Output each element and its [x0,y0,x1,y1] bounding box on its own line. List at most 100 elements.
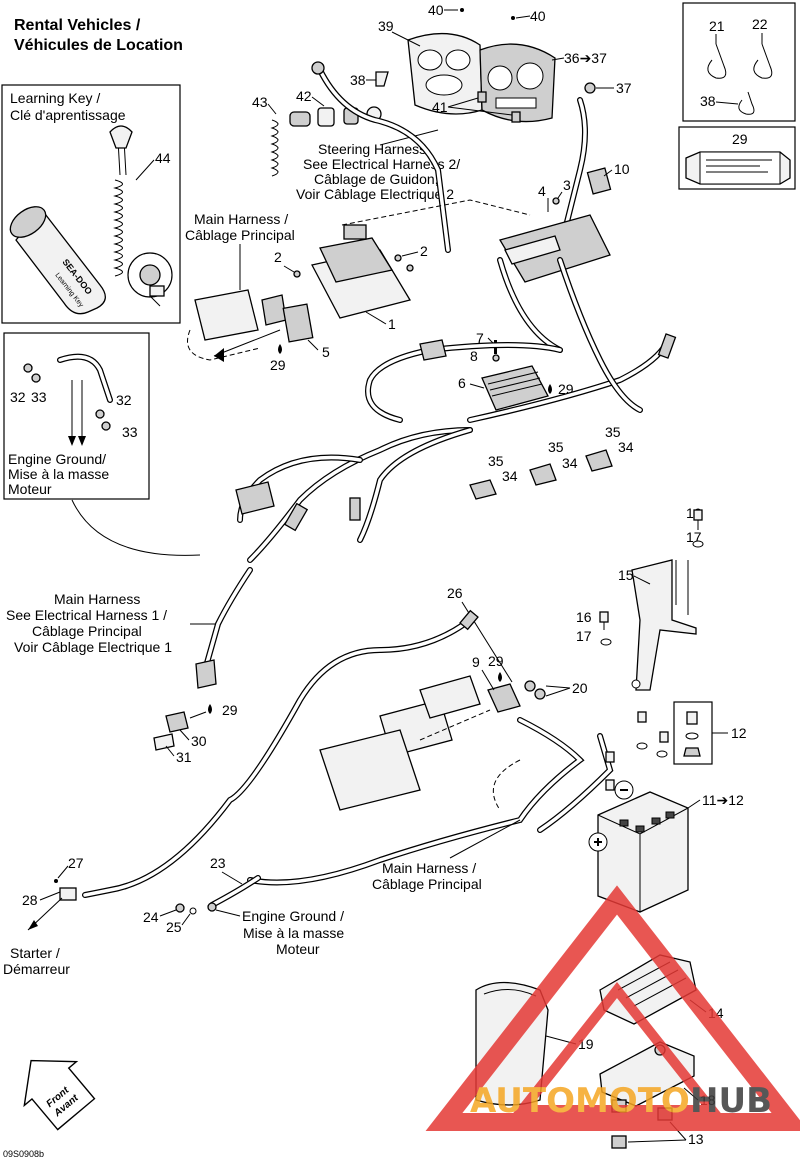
callout-13: 13 [688,1131,704,1147]
callout-6: 6 [458,375,466,391]
main-harness-left-3: Câblage Principal [32,623,142,639]
callout-5: 5 [322,344,330,360]
steering-harness-2: See Electrical Harness 2/ [303,156,460,172]
main-harness-bottom-1: Main Harness / [382,860,476,876]
gauge-cluster [479,43,556,123]
ecm-module [499,167,612,283]
grease-inset: 29 [678,126,796,190]
starter-solenoid [487,680,546,713]
callout-9: 9 [472,654,480,670]
callout-33a: 33 [31,389,47,405]
callout-42: 42 [296,88,312,104]
fuse-box-assembly [311,224,412,319]
callout-1: 1 [388,316,396,332]
callout-30: 30 [191,733,207,749]
callout-32b: 32 [116,392,132,408]
engine-ground-bottom-2: Mise à la masse [243,925,344,941]
clip-group-1: 35 34 [469,453,518,500]
learning-key-inset: Learning Key / Clé d'aprentissage 44 SEA… [1,84,181,324]
steering-harness-1: Steering Harness, [318,141,430,157]
callout-29a: 29 [270,357,286,373]
callout-2b: 2 [420,243,428,259]
callout-3: 3 [563,177,571,193]
connector-30-31 [153,711,189,751]
callout-40a: 40 [428,2,444,18]
callout-38: 38 [350,72,366,88]
callout-32a: 32 [10,389,26,405]
callout-36: 36➔37 [564,50,607,66]
callout-23: 23 [210,855,226,871]
callout-22: 22 [752,16,768,32]
callout-38b: 38 [700,93,716,109]
clip-group-2: 35 34 [529,439,578,486]
callout-37: 37 [616,80,632,96]
callout-29c: 29 [488,653,504,669]
callout-10: 10 [614,161,630,177]
callout-11: 11➔12 [702,792,744,808]
callout-44: 44 [155,150,171,166]
main-harness-bottom-2: Câblage Principal [372,876,482,892]
starter-label-1: Starter / [10,945,60,961]
engine-ground-bottom-3: Moteur [276,941,320,957]
main-harness-plugs-center [319,675,491,811]
automotohub-watermark: AUTOMOTO HUB [425,885,800,1131]
callout-2a: 2 [274,249,282,265]
learning-key-label-1: Learning Key / [10,90,100,106]
watermark-part1: AUTOMOTO [470,1081,690,1121]
title-line1: Rental Vehicles / [14,17,141,34]
main-harness-top-2: Câblage Principal [185,227,295,243]
callout-39: 39 [378,18,394,34]
starter-label-2: Démarreur [3,961,70,977]
learning-key-label-2: Clé d'aprentissage [10,107,126,123]
clip-group-3: 35 34 [585,424,634,472]
front-arrow-icon: Front Avant [23,1059,96,1131]
engine-ground-inset-1: Engine Ground/ [8,451,106,467]
callout-35c: 35 [605,424,621,440]
callout-41: 41 [432,99,448,115]
main-harness-left-2: See Electrical Harness 1 / [6,607,167,623]
diagram-code: 09S0908b [3,1149,44,1159]
clamp-inset: 21 22 38 [682,2,796,122]
callout-34c: 34 [618,439,634,455]
callout-20: 20 [572,680,588,696]
engine-ground-inset: 32 33 32 33 Engine Ground/ Mise à la mas… [3,332,150,500]
callout-4: 4 [538,183,546,199]
callout-16b: 16 [576,609,592,625]
callout-34b: 34 [562,455,578,471]
main-harness-connector [194,289,287,341]
lanyard-coil [113,179,123,277]
callout-33b: 33 [122,424,138,440]
callout-12: 12 [731,725,747,741]
gauge-bezel [407,32,483,115]
callout-35b: 35 [548,439,564,455]
engine-ground-inset-2: Mise à la masse [8,466,109,482]
callout-29d: 29 [222,702,238,718]
main-harness-top-1: Main Harness / [194,211,288,227]
callout-29e: 29 [732,131,748,147]
engine-ground-bottom-1: Engine Ground / [242,908,344,924]
callout-40b: 40 [530,8,546,24]
callout-34a: 34 [502,468,518,484]
watermark-part2: HUB [690,1081,772,1121]
callout-26: 26 [447,585,463,601]
callout-35a: 35 [488,453,504,469]
callout-15: 15 [618,567,634,583]
callout-7: 7 [476,330,484,346]
title-line2: Véhicules de Location [14,37,183,54]
callout-25: 25 [166,919,182,935]
battery [588,780,689,913]
battery-bracket [631,559,697,691]
callout-28: 28 [22,892,38,908]
callout-24: 24 [143,909,159,925]
voltage-regulator [481,365,549,411]
battery-hardware [605,711,669,791]
callout-43: 43 [252,94,268,110]
callout-17b: 17 [576,628,592,644]
callout-31: 31 [176,749,192,765]
main-harness-left-4: Voir Câblage Electrique 1 [14,639,172,655]
callout-21: 21 [709,18,725,34]
callout-27: 27 [68,855,84,871]
callout-8: 8 [470,348,478,364]
engine-ground-inset-3: Moteur [8,481,52,497]
